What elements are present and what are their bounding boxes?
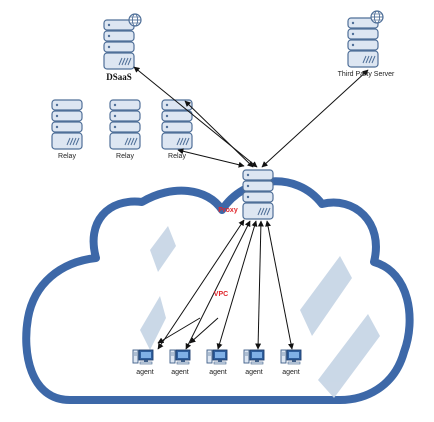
third-party-label: Third Party Server [338,71,395,78]
globe-icon [128,13,142,27]
agent-label: agent [209,369,227,376]
relay-server [109,99,141,150]
agent-proxy-arrow [265,220,294,350]
agent-workstation [206,349,228,365]
agent-vpc-arrow [157,317,201,344]
thirdparty-proxy-arrow [261,69,369,168]
relay-label: Relay [58,153,76,160]
agent-workstation [132,349,154,365]
agent-vpc-arrow [189,317,219,344]
agent-label: agent [171,369,189,376]
agent-workstation [169,349,191,365]
dsaas-server [103,13,142,70]
agent-workstation [280,349,302,365]
connections [133,66,369,350]
agent-label: agent [282,369,300,376]
agent-label: agent [245,369,263,376]
dsaas-proxy-arrow [133,66,258,168]
proxy-server [242,169,274,220]
agent-workstation [243,349,265,365]
relay-server [51,99,83,150]
proxy-label: Proxy [218,207,238,214]
third-party-server [347,10,384,68]
relay-server [161,99,193,150]
agent-label: agent [136,369,154,376]
agent-proxy-arrow [255,220,264,350]
agent-proxy-arrow [216,220,258,350]
relay-proxy-arrow [184,100,254,168]
dsaas-label: DSaaS [106,72,132,82]
relay-proxy-arrow [177,148,245,168]
globe-icon [370,10,384,24]
vpc-label: VPC [214,291,228,298]
relay-label: Relay [116,153,134,160]
relay-label: Relay [168,153,186,160]
